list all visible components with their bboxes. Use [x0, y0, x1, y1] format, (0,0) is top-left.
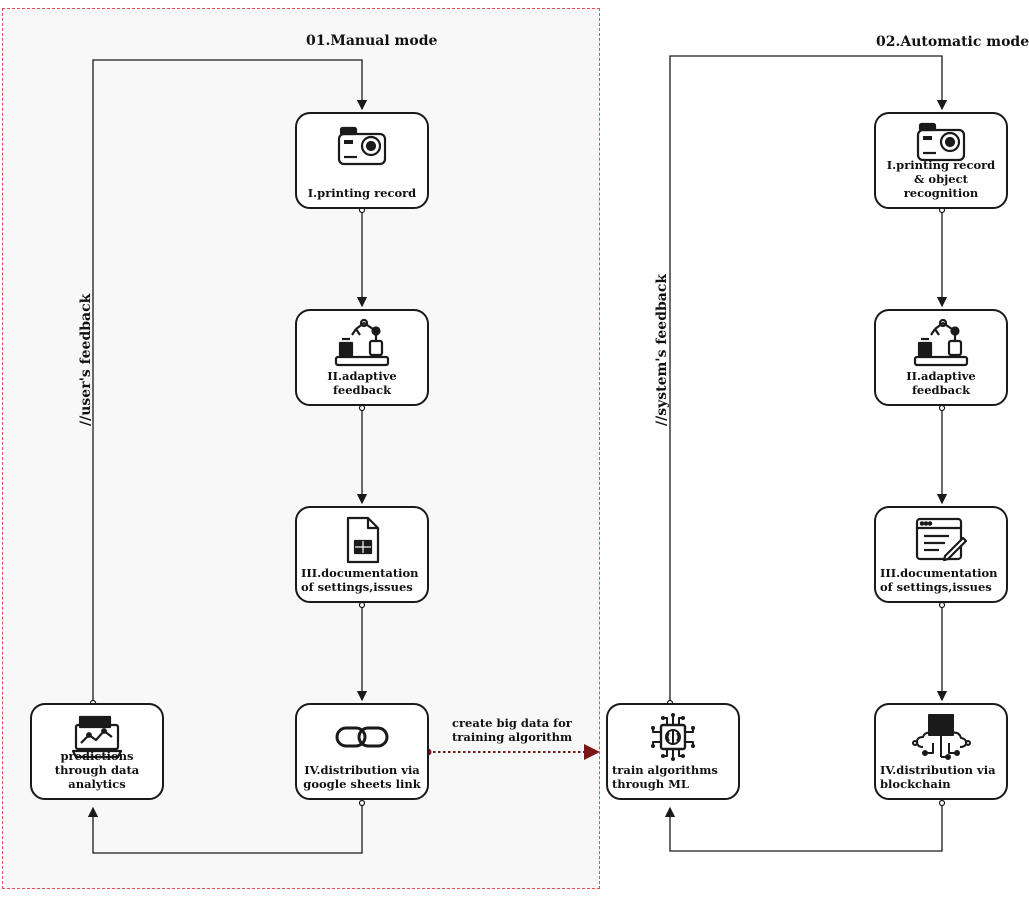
auto-node-distribution: IV.distribution via blockchain [874, 703, 1008, 800]
automatic-mode-title: 02.Automatic mode [876, 34, 1029, 50]
spreadsheet-file-icon [297, 516, 427, 564]
auto-node-printing-record: I.printing record & object recognition [874, 112, 1008, 209]
manual-node-data-analytics: predictions through data analytics [30, 703, 164, 800]
auto-node-train-ml: train algorithms through ML [606, 703, 740, 800]
connector-label: create big data for training algorithm [452, 716, 573, 744]
node-label: III.documentation of settings,issues [301, 566, 419, 594]
node-label: II.adaptive feedback [906, 369, 976, 397]
auto-node-adaptive-feedback: II.adaptive feedback [874, 309, 1008, 406]
ai-chip-icon [608, 713, 738, 761]
server-cloud-icon [876, 713, 1006, 761]
node-label: III.documentation of settings,issues [880, 566, 998, 594]
manual-node-distribution: IV.distribution via google sheets link [295, 703, 429, 800]
robot-arm-icon [297, 318, 427, 367]
node-label: IV.distribution via google sheets link [303, 763, 421, 791]
node-label: I.printing record & object recognition [886, 158, 996, 200]
node-label: I.printing record [307, 186, 417, 200]
users-feedback-label: //user's feedback [78, 293, 94, 426]
manual-node-adaptive-feedback: II.adaptive feedback [295, 309, 429, 406]
auto-node-documentation: III.documentation of settings,issues [874, 506, 1008, 603]
manual-mode-title: 01.Manual mode [306, 33, 438, 49]
action-camera-icon [297, 122, 427, 170]
manual-node-documentation: III.documentation of settings,issues [295, 506, 429, 603]
edge-auto-feedback-loop [669, 55, 948, 703]
action-camera-icon [876, 118, 1006, 166]
node-label: predictions through data analytics [54, 749, 140, 791]
laptop-analytics-icon [32, 713, 162, 761]
manual-node-printing-record: I.printing record [295, 112, 429, 209]
node-label: II.adaptive feedback [327, 369, 397, 397]
document-edit-icon [876, 516, 1006, 564]
systems-feedback-label: //system's feedback [654, 273, 670, 426]
edge-manual-feedback-loop [92, 59, 368, 703]
robot-arm-icon [876, 318, 1006, 367]
chain-link-icon [297, 713, 427, 761]
node-label: train algorithms through ML [612, 763, 718, 791]
edge-auto-4-ml [664, 803, 943, 852]
edge-manual-4-analytics [87, 803, 363, 854]
node-label: IV.distribution via blockchain [880, 763, 996, 791]
